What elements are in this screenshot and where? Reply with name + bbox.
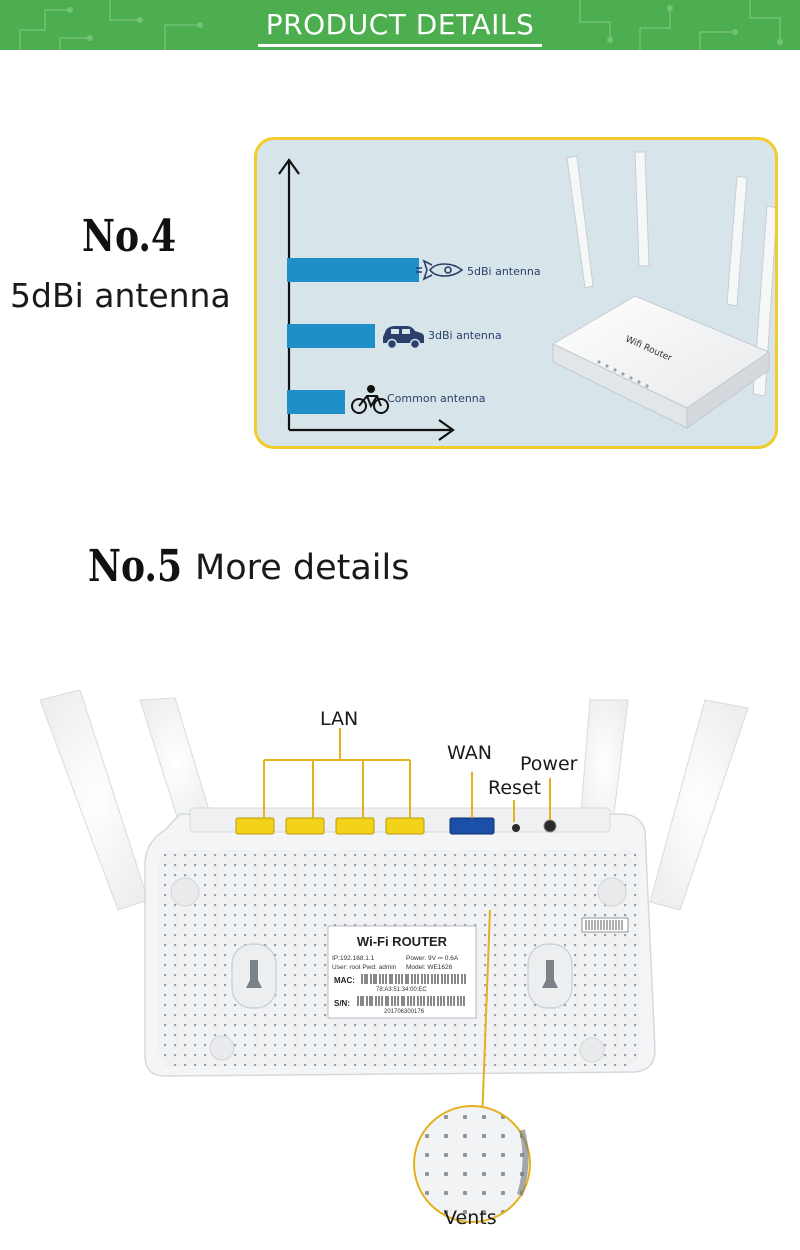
sticker-mac: 78:A3:51:34:00:EC <box>376 987 427 993</box>
back-antenna-2 <box>139 697 213 827</box>
sticker-title: Wi-Fi ROUTER <box>357 934 448 949</box>
section-5-title: More details <box>195 548 410 588</box>
vents-label: Vents <box>444 1207 497 1229</box>
bar-3dbi <box>287 324 375 348</box>
sticker-sn: 201706300176 <box>384 1009 425 1015</box>
sticker-ip: IP:192.168.1.1 <box>332 955 375 962</box>
router-back-diagram: Wi-Fi ROUTER IP:192.168.1.1 Power: 9V ⎓ … <box>39 690 749 1223</box>
sticker-power: Power: 9V ⎓ 0.6A <box>406 955 459 962</box>
lan-ports <box>235 817 425 835</box>
rocket-icon <box>416 259 464 281</box>
section-5-number: No.5 <box>88 541 183 592</box>
antenna-1 <box>566 155 594 289</box>
power-label: Power <box>520 753 578 775</box>
antenna-comparison-panel: 5dBi antenna 3dBi antenna Common antenna… <box>254 137 778 449</box>
sticker-mac-label: MAC: <box>334 976 355 985</box>
bar-label-5dbi: 5dBi antenna <box>467 265 541 278</box>
antenna-2 <box>634 151 650 267</box>
router-image: Wifi Router <box>551 151 775 429</box>
back-antenna-4 <box>649 699 749 911</box>
title-underline <box>258 44 542 47</box>
page-title: PRODUCT DETAILS <box>265 8 535 41</box>
sticker-sn-label: S/N: <box>334 999 350 1008</box>
vents-zoom-circle <box>413 1105 531 1223</box>
bar-label-common: Common antenna <box>387 392 486 405</box>
section-4-number: No.4 <box>82 211 177 262</box>
wan-port <box>449 817 495 835</box>
reset-hole <box>512 824 520 832</box>
sticker-user: User: root Pwd: admin <box>332 964 397 971</box>
bicycle-icon <box>351 385 389 414</box>
back-antenna-1 <box>39 690 149 911</box>
circuit-pattern <box>19 0 783 50</box>
section-4-title: 5dBi antenna <box>10 276 231 315</box>
lan-label: LAN <box>320 708 359 730</box>
bar-common <box>287 390 345 414</box>
page-header: PRODUCT DETAILS <box>0 0 800 50</box>
chart-axes <box>278 158 455 441</box>
wan-label: WAN <box>447 742 492 764</box>
sticker-model: Model: WE1626 <box>406 964 453 971</box>
car-icon <box>383 326 424 350</box>
antenna-3 <box>726 175 748 307</box>
reset-label: Reset <box>488 777 542 799</box>
bar-label-3dbi: 3dBi antenna <box>428 329 502 342</box>
power-jack <box>543 819 557 833</box>
antenna-chart <box>278 158 464 441</box>
bar-5dbi <box>287 258 419 282</box>
